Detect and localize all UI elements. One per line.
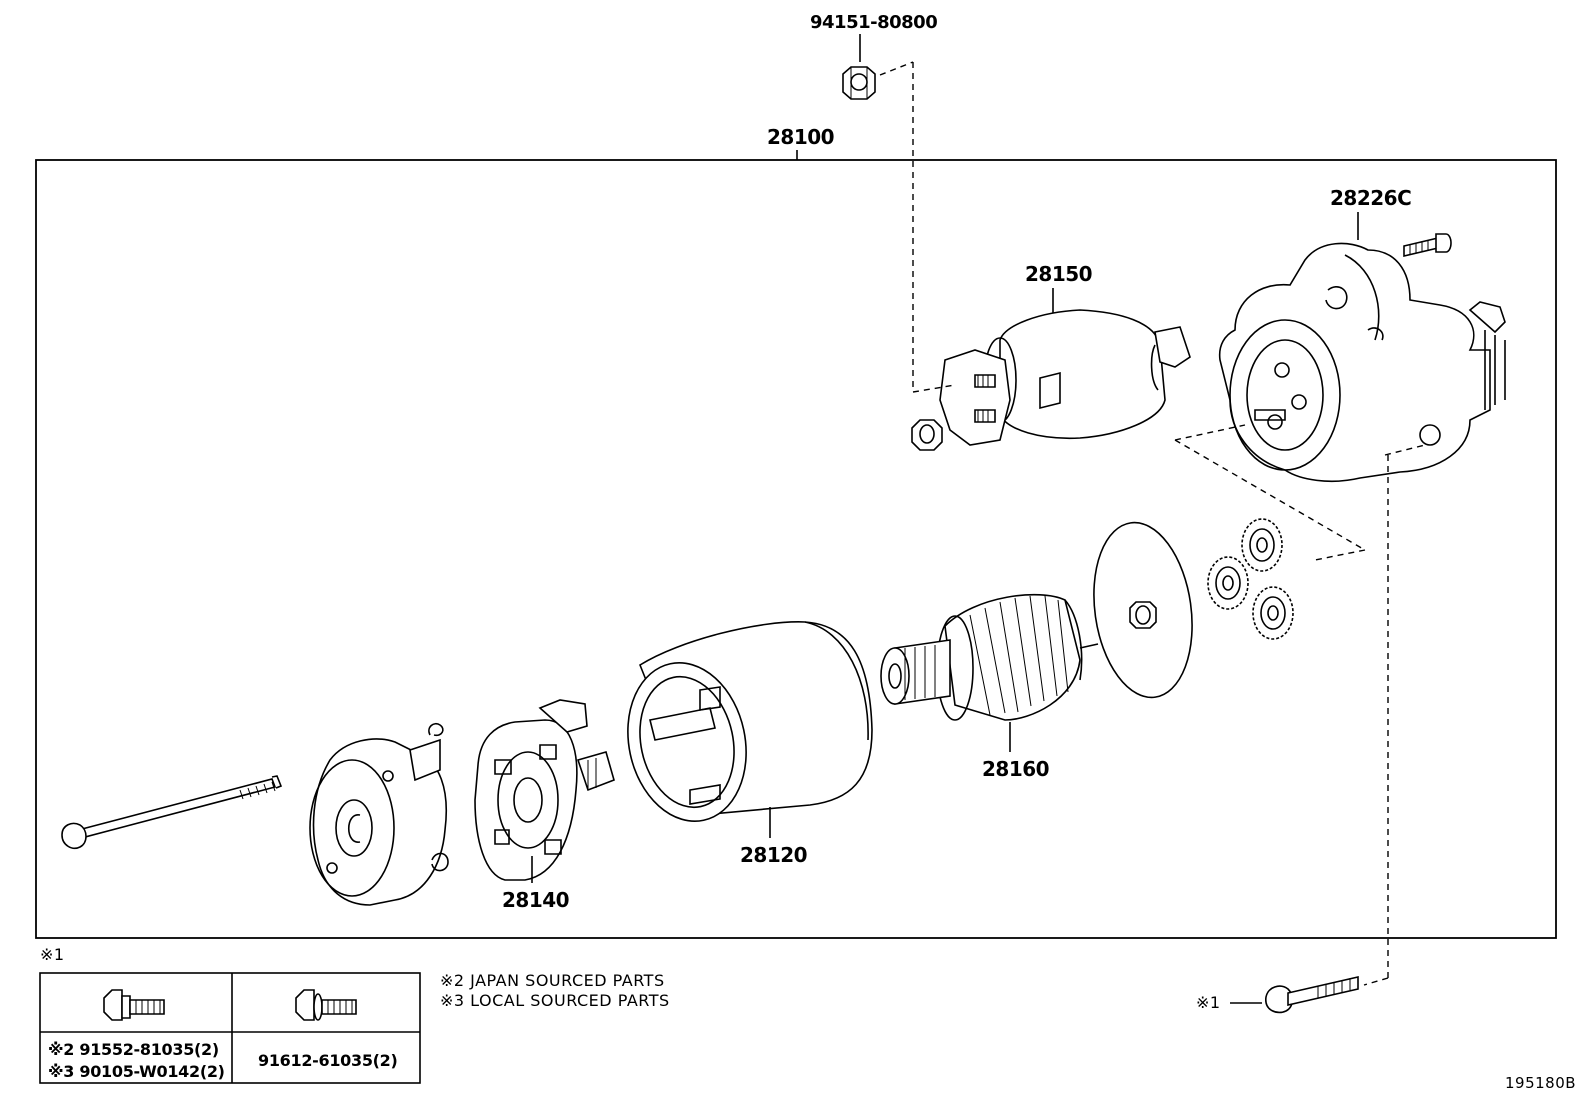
figure-id: 195180B	[1505, 1074, 1576, 1092]
yoke	[627, 621, 873, 822]
assembly-frame	[35, 159, 1557, 939]
part-label-yoke: 28120	[740, 843, 807, 867]
note1-mark: ※1	[40, 945, 65, 964]
table-col1-line1: ※2 91552-81035(2)	[48, 1040, 219, 1059]
washer-bolt-icon	[295, 989, 357, 1021]
part-label-housing: 28226C	[1330, 186, 1411, 210]
solenoid-switch	[939, 309, 1191, 446]
table-col1-line2: ※3 90105-W0142(2)	[48, 1062, 225, 1081]
note2-text: ※2 JAPAN SOURCED PARTS	[440, 971, 665, 990]
flange-bolt-icon	[103, 989, 165, 1021]
note1-callout: ※1	[1196, 993, 1221, 1012]
table-col2-line1: 91612-61035(2)	[258, 1051, 398, 1070]
part-label-armature: 28160	[982, 757, 1049, 781]
note3-text: ※3 LOCAL SOURCED PARTS	[440, 991, 670, 1010]
brush-holder	[474, 699, 615, 881]
bolt-table: ※2 91552-81035(2) ※3 90105-W0142(2) 9161…	[39, 972, 421, 1084]
part-label-solenoid: 28150	[1025, 262, 1092, 286]
solenoid-nut-icon	[911, 419, 943, 451]
housing-bolt-icon	[1403, 233, 1452, 258]
armature	[880, 593, 1099, 721]
part-label-brush-holder: 28140	[502, 888, 569, 912]
nut-icon	[842, 66, 876, 100]
planetary-gear-icon	[1207, 556, 1249, 610]
end-frame	[309, 722, 449, 906]
part-label-assembly: 28100	[767, 125, 834, 149]
starter-housing	[1218, 242, 1506, 483]
part-label-nut-top: 94151-80800	[810, 12, 937, 33]
through-bolt-icon	[61, 775, 283, 850]
planetary-gear-icon	[1252, 586, 1294, 640]
flange-bolt-icon	[1265, 975, 1359, 1014]
plate-disc	[1093, 521, 1193, 699]
planetary-gear-icon	[1241, 518, 1283, 572]
